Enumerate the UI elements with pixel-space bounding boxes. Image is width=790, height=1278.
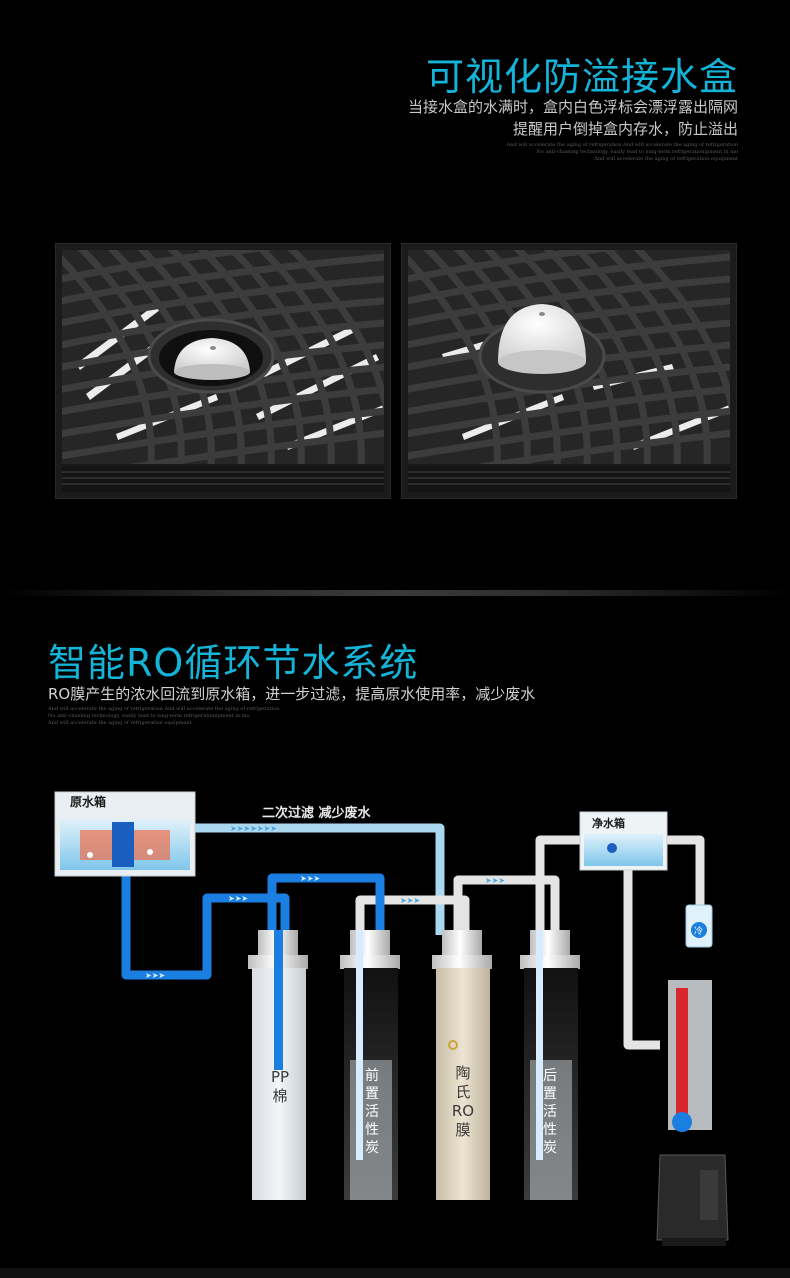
filter2-label-3: 活 — [365, 1104, 379, 1120]
filter3-label-3: RO — [452, 1102, 474, 1120]
section-divider — [0, 590, 790, 596]
raw-water-pipe — [121, 872, 385, 980]
filter-ro-membrane — [432, 930, 492, 1200]
raw-tank-label: 原水箱 — [70, 794, 106, 809]
kettle-icon — [656, 1154, 729, 1246]
secondary-filter-label: 二次过滤 减少废水 — [262, 805, 372, 821]
float-box-desc-line1: 当接水盒的水满时，盒内白色浮标会漂浮露出隔网 — [407, 98, 738, 116]
filter1-label-1: PP — [271, 1068, 289, 1086]
ro-system-title: 智能RO循环节水系统 — [48, 641, 419, 685]
filter3-label-1: 陶 — [455, 1064, 470, 1082]
filter-pre-carbon — [340, 930, 400, 1200]
filter1-label-2: 棉 — [272, 1087, 287, 1105]
float-box-title: 可视化防溢接水盒 — [425, 55, 738, 99]
filter2-label-5: 炭 — [365, 1140, 379, 1156]
ro-fine-print-1: And will accelerate the aging of refrige… — [48, 706, 280, 712]
ro-fine-print-3: And will accelerate the aging of refrige… — [48, 720, 192, 726]
svg-text:➤➤➤: ➤➤➤ — [400, 896, 420, 905]
clean-tank-label: 净水箱 — [592, 816, 625, 830]
svg-text:➤➤➤: ➤➤➤ — [228, 894, 248, 903]
ro-flow-diagram: ➤➤➤ ➤➤➤ ➤➤➤ ➤➤➤ ➤➤➤ ➤➤➤➤➤➤➤ 原水箱 二次过滤 减少废… — [0, 760, 790, 1265]
raw-water-tank — [54, 791, 196, 877]
filter4-label-3: 活 — [543, 1104, 557, 1120]
float-box-fine-print-2: No anti-chaeling technology, easily lead… — [536, 149, 738, 155]
filter3-label-2: 氏 — [455, 1083, 470, 1101]
float-box-fine-print-3: And will accelerate the aging of refrige… — [594, 156, 738, 162]
filter2-label-2: 置 — [365, 1086, 379, 1102]
filter2-label-4: 性 — [365, 1122, 379, 1138]
ro-system-desc: RO膜产生的浓水回流到原水箱，进一步过滤，提高原水使用率，减少废水 — [48, 685, 536, 703]
svg-text:➤➤➤: ➤➤➤ — [145, 971, 165, 980]
drip-tray-photo-float-low — [55, 243, 391, 499]
svg-text:➤➤➤➤➤➤➤: ➤➤➤➤➤➤➤ — [230, 824, 277, 833]
hot-water-tank — [668, 980, 712, 1132]
clean-water-pipes — [355, 835, 705, 1050]
cold-badge: 冷 — [694, 925, 703, 937]
svg-text:➤➤➤: ➤➤➤ — [485, 876, 505, 885]
filter4-label-4: 性 — [543, 1122, 557, 1138]
cold-water-cup — [685, 904, 713, 948]
flow-arrows: ➤➤➤ ➤➤➤ ➤➤➤ ➤➤➤ ➤➤➤ ➤➤➤➤➤➤➤ — [145, 824, 505, 980]
filter4-label-1: 后 — [543, 1068, 557, 1084]
filter-pp-cotton — [248, 930, 308, 1200]
float-box-desc-line2: 提醒用户倒掉盒内存水，防止溢出 — [512, 120, 738, 138]
float-box-fine-print-1: And will accelerate the aging of refrige… — [506, 142, 738, 148]
filter4-label-5: 炭 — [543, 1140, 557, 1156]
filter2-label-1: 前 — [365, 1067, 379, 1084]
filter4-label-2: 置 — [543, 1086, 557, 1102]
drip-tray-photo-float-high — [401, 243, 737, 499]
clean-water-tank — [579, 811, 668, 871]
page-bottom-bar — [0, 1268, 790, 1278]
svg-text:➤➤➤: ➤➤➤ — [300, 874, 320, 883]
filter3-label-4: 膜 — [455, 1121, 470, 1139]
ro-fine-print-2: No anti-chaeling technology, easily lead… — [48, 713, 250, 719]
filter-post-carbon — [520, 930, 580, 1200]
